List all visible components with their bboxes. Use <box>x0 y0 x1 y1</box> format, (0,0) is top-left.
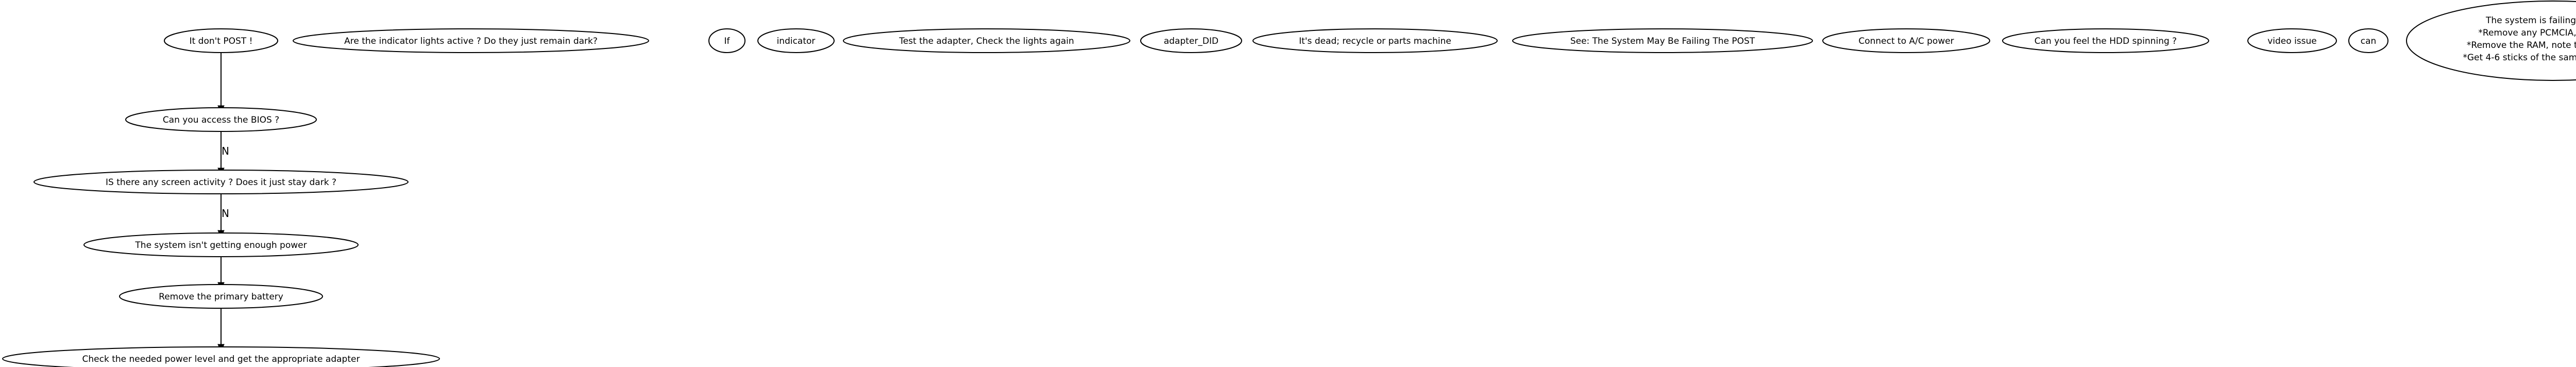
node-recycle-parts: It's dead; recycle or parts machine <box>1252 28 1498 53</box>
node-video-issue: video issue <box>2247 28 2337 53</box>
svg-text:*Get 4-6 sticks of the same sp: *Get 4-6 sticks of the same speed & type <box>2463 53 2576 63</box>
node-if: If <box>708 28 745 53</box>
node-adapter-did: adapter_DID <box>1140 28 1242 53</box>
edge-screen-activity-to-power: N <box>217 191 229 239</box>
svg-text:*Remove the RAM, note the spee: *Remove the RAM, note the speed type <box>2467 40 2576 51</box>
svg-text:It's dead; recycle or parts ma: It's dead; recycle or parts machine <box>1299 36 1451 46</box>
svg-text:*Remove any PCMCIA, PCI-E card: *Remove any PCMCIA, PCI-E cards <box>2478 28 2576 38</box>
svg-text:It don't POST !: It don't POST ! <box>190 36 253 46</box>
node-remove-battery: Remove the primary battery <box>119 284 323 309</box>
edge-remove-battery-to-check-power <box>217 305 225 353</box>
svg-text:IS there any screen activity ?: IS there any screen activity ? Does it j… <box>106 177 336 188</box>
node-failing-post-steps: The system is failing the POST. *Remove … <box>2406 1 2576 81</box>
node-connect-ac: Connect to A/C power <box>1822 28 1990 53</box>
svg-text:Can you feel the HDD spinning: Can you feel the HDD spinning ? <box>2035 36 2177 46</box>
svg-text:Are the indicator lights activ: Are the indicator lights active ? Do the… <box>344 36 598 46</box>
edge-no-post-to-bios <box>217 52 225 114</box>
node-can: can <box>2348 28 2388 53</box>
edge-label-n: N <box>222 207 229 220</box>
svg-text:The system isn't getting enoug: The system isn't getting enough power <box>134 240 307 251</box>
node-indicator-lights: Are the indicator lights active ? Do the… <box>293 28 649 53</box>
svg-text:If: If <box>724 36 731 46</box>
node-hdd-spinning: Can you feel the HDD spinning ? <box>2002 28 2209 53</box>
node-see-failing-post: See: The System May Be Failing The POST <box>1512 28 1813 53</box>
svg-text:Test the adapter, Check the li: Test the adapter, Check the lights again <box>899 36 1074 46</box>
node-test-adapter: Test the adapter, Check the lights again <box>843 28 1130 53</box>
svg-text:adapter_DID: adapter_DID <box>1164 36 1218 46</box>
svg-text:Check the needed power level a: Check the needed power level and get the… <box>82 354 360 364</box>
svg-text:Remove the primary battery: Remove the primary battery <box>159 292 283 302</box>
svg-text:The system is failing the POST: The system is failing the POST. <box>2485 15 2576 26</box>
node-check-power-level: Check the needed power level and get the… <box>2 346 440 367</box>
node-not-enough-power: The system isn't getting enough power <box>83 232 359 257</box>
svg-text:Can you access the BIOS ?: Can you access the BIOS ? <box>163 115 279 125</box>
svg-text:video issue: video issue <box>2267 36 2317 46</box>
edge-label-n: N <box>222 145 229 157</box>
svg-text:Connect to A/C power: Connect to A/C power <box>1858 36 1954 46</box>
svg-text:can: can <box>2361 36 2377 46</box>
svg-text:See: The System May Be Failing: See: The System May Be Failing The POST <box>1570 36 1755 46</box>
node-screen-activity: IS there any screen activity ? Does it j… <box>33 170 409 194</box>
svg-text:indicator: indicator <box>777 36 816 46</box>
node-no-post: It don't POST ! <box>164 28 278 53</box>
node-indicator: indicator <box>757 28 835 53</box>
node-access-bios: Can you access the BIOS ? <box>125 107 317 132</box>
edge-bios-to-screen-activity: N <box>217 128 229 176</box>
